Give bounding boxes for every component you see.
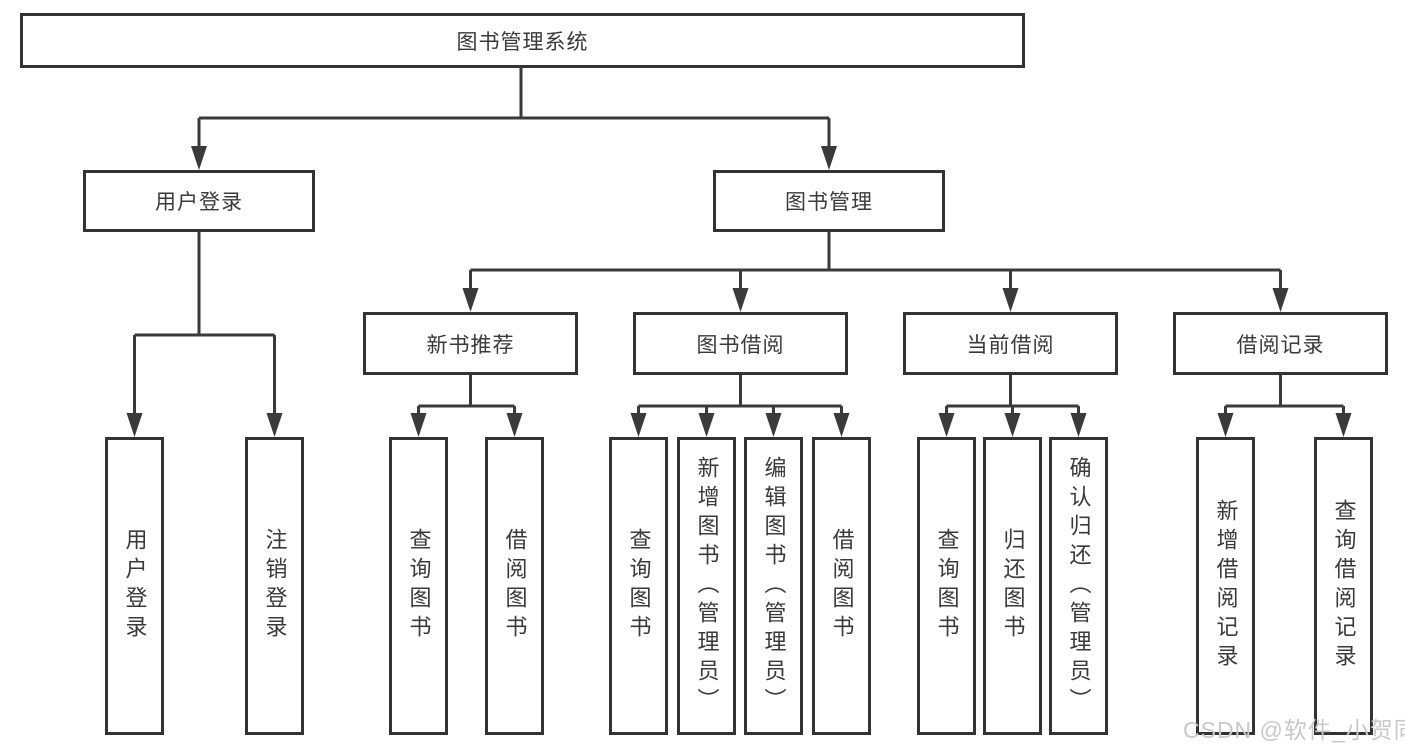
leaf-edit-book-admin: 编辑图书（管理员） (744, 437, 803, 735)
connector-spines (134, 68, 1344, 408)
leaf-query-books-borrow: 查询图书 (609, 437, 668, 735)
node-root: 图书管理系统 (20, 13, 1025, 68)
node-new-book-recommend: 新书推荐 (363, 312, 578, 375)
arrow-heads (126, 146, 1352, 437)
leaf-logout: 注销登录 (245, 437, 304, 735)
leaf-query-books-recommend: 查询图书 (389, 437, 448, 735)
node-current-borrow: 当前借阅 (903, 312, 1118, 375)
leaf-add-borrow-record: 新增借阅记录 (1196, 437, 1255, 735)
leaf-query-books-current: 查询图书 (917, 437, 976, 735)
leaf-borrow-books-recommend: 借阅图书 (485, 437, 544, 735)
leaf-confirm-return-admin: 确认归还（管理员） (1049, 437, 1108, 735)
leaf-user-login: 用户登录 (105, 437, 164, 735)
leaf-add-book-admin: 新增图书（管理员） (677, 437, 736, 735)
node-borrow-records: 借阅记录 (1173, 312, 1388, 375)
node-book-management: 图书管理 (713, 170, 945, 232)
leaf-query-borrow-record: 查询借阅记录 (1314, 437, 1373, 735)
leaf-borrow-books: 借阅图书 (812, 437, 871, 735)
leaf-return-book: 归还图书 (983, 437, 1042, 735)
node-user-login: 用户登录 (83, 170, 315, 232)
node-book-borrow: 图书借阅 (633, 312, 848, 375)
